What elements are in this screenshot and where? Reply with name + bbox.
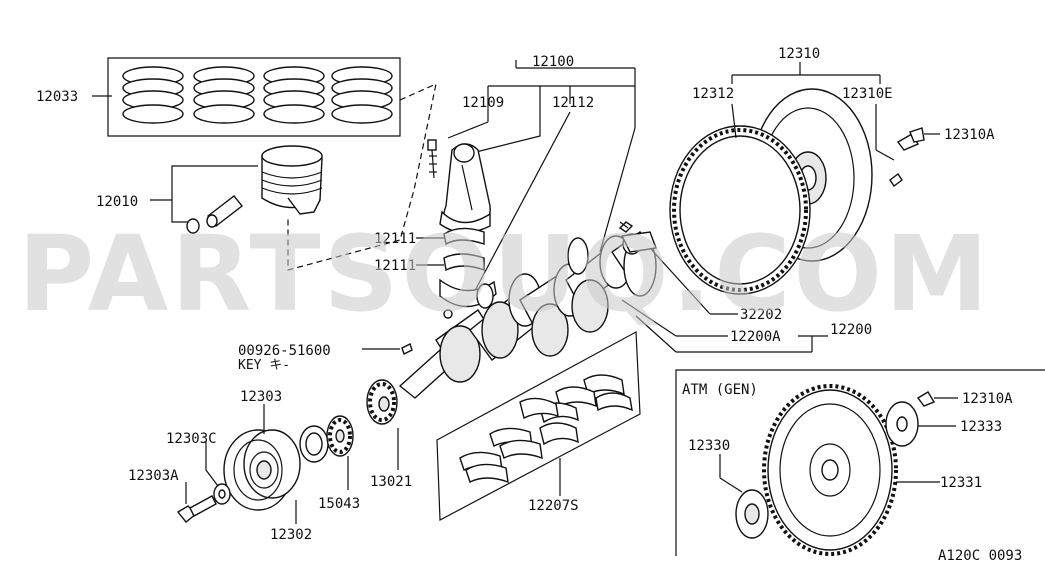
rod-bearing-lower[interactable] bbox=[443, 253, 485, 272]
connecting-rod[interactable] bbox=[439, 143, 491, 234]
woodruff-key[interactable] bbox=[401, 343, 413, 355]
callout-12033[interactable]: 12033 bbox=[36, 89, 78, 105]
rod-bolt[interactable] bbox=[427, 139, 437, 179]
callout-12112[interactable]: 12112 bbox=[552, 95, 594, 111]
piston-ring-set-3 bbox=[263, 66, 325, 124]
rod-bearing-upper[interactable] bbox=[443, 227, 485, 246]
callout-12207S[interactable]: 12207S bbox=[528, 498, 579, 514]
callout-00926-51600[interactable]: 00926-51600 bbox=[238, 343, 331, 359]
crank-pilot-bushing[interactable] bbox=[620, 231, 657, 255]
callout-12331[interactable]: 12331 bbox=[940, 475, 982, 491]
piston-ring-set-4 bbox=[331, 66, 393, 124]
pulley-bolt[interactable] bbox=[176, 495, 217, 523]
callout-12330[interactable]: 12330 bbox=[688, 438, 730, 454]
piston-pin-clip[interactable] bbox=[186, 218, 200, 234]
crank-sprocket-13021[interactable] bbox=[366, 379, 398, 425]
callout-12100[interactable]: 12100 bbox=[532, 54, 574, 70]
callout-12310[interactable]: 12310 bbox=[778, 46, 820, 62]
callout-15043[interactable]: 15043 bbox=[318, 496, 360, 512]
callout-12310A-atm[interactable]: 12310A bbox=[962, 391, 1013, 407]
piston[interactable] bbox=[261, 145, 323, 215]
piston-rings-group[interactable] bbox=[107, 57, 401, 137]
callout-12310E[interactable]: 12310E bbox=[842, 86, 893, 102]
oil-seal[interactable] bbox=[299, 425, 329, 463]
callout-12333[interactable]: 12333 bbox=[960, 419, 1002, 435]
callout-12312[interactable]: 12312 bbox=[692, 86, 734, 102]
callout-12303C[interactable]: 12303C bbox=[166, 431, 217, 447]
diagram-code: A120C 0093 bbox=[938, 548, 1022, 564]
key-label: KEY キ- bbox=[238, 358, 290, 373]
piston-ring-set-1 bbox=[122, 66, 184, 124]
ring-gear-mt[interactable] bbox=[669, 125, 811, 295]
callout-12302[interactable]: 12302 bbox=[270, 527, 312, 543]
callout-13021[interactable]: 13021 bbox=[370, 474, 412, 490]
callout-12303A[interactable]: 12303A bbox=[128, 468, 179, 484]
reinforcement-plate-atm[interactable] bbox=[885, 401, 919, 447]
main-bearings-group[interactable] bbox=[436, 331, 641, 521]
callout-12111-upper[interactable]: 12111 bbox=[374, 231, 416, 247]
callout-12200[interactable]: 12200 bbox=[830, 322, 872, 338]
piston-pin[interactable] bbox=[206, 195, 243, 228]
drive-plate-bolt-atm[interactable] bbox=[916, 391, 936, 407]
callout-12310A[interactable]: 12310A bbox=[944, 127, 995, 143]
pulley-washer[interactable] bbox=[213, 483, 231, 505]
crankshaft[interactable] bbox=[398, 231, 657, 399]
callout-32202[interactable]: 32202 bbox=[740, 307, 782, 323]
callout-12200A[interactable]: 12200A bbox=[730, 329, 781, 345]
adapter-plate-atm[interactable] bbox=[735, 489, 769, 539]
piston-ring-set-2 bbox=[193, 66, 255, 124]
drive-plate-atm[interactable] bbox=[762, 384, 898, 556]
callout-12111-lower[interactable]: 12111 bbox=[374, 258, 416, 274]
watermark: PARTSOUQ.COM bbox=[18, 213, 991, 335]
callout-12010[interactable]: 12010 bbox=[96, 194, 138, 210]
crank-sprocket-15043[interactable] bbox=[326, 415, 354, 457]
callout-12303[interactable]: 12303 bbox=[240, 389, 282, 405]
flywheel-bolt-mt[interactable] bbox=[896, 127, 925, 151]
flywheel-dowel[interactable] bbox=[889, 172, 903, 188]
crank-pulley[interactable] bbox=[223, 429, 301, 511]
callout-12109[interactable]: 12109 bbox=[462, 95, 504, 111]
atm-gen-title: ATM (GEN) bbox=[682, 382, 758, 398]
